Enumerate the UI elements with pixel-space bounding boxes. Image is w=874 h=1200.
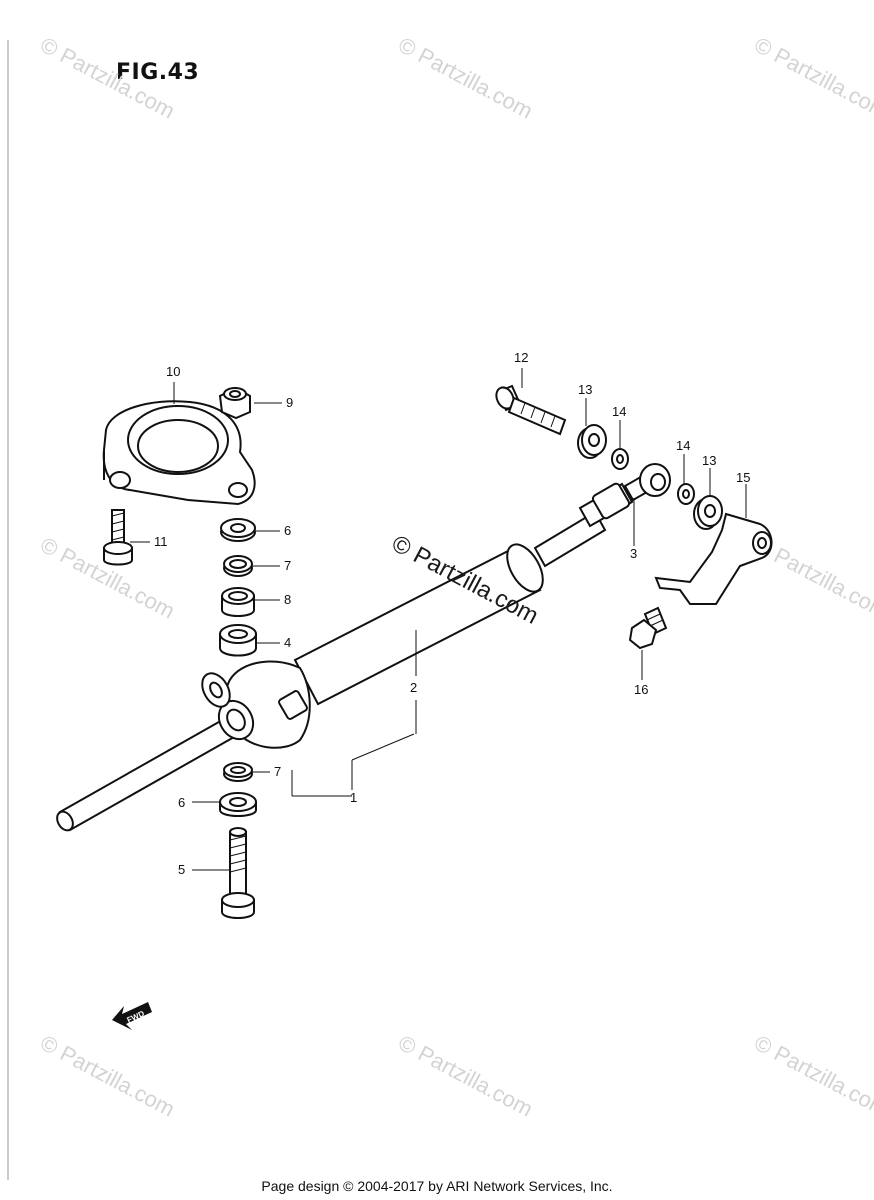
- callout-16: 16: [634, 682, 649, 697]
- bushing-right: [677, 483, 723, 530]
- callout-14-upper: 14: [612, 404, 627, 419]
- callout-10: 10: [166, 364, 181, 379]
- callout-7-upper: 7: [284, 558, 292, 573]
- callout-1: 1: [350, 790, 358, 805]
- bolt-upper: [495, 384, 567, 436]
- callout-4: 4: [284, 635, 292, 650]
- callout-6-lower: 6: [178, 795, 186, 810]
- bolt-left: [103, 509, 133, 566]
- callout-12: 12: [514, 350, 529, 365]
- callout-2: 2: [410, 680, 418, 695]
- callout-15: 15: [736, 470, 751, 485]
- callout-14-right: 14: [676, 438, 691, 453]
- callout-11: 11: [154, 534, 168, 549]
- arm-bracket: [654, 512, 773, 605]
- figure-title: FIG.43: [116, 60, 200, 85]
- callout-7-lower: 7: [274, 764, 282, 779]
- nut: [218, 386, 251, 420]
- bolt-arm: [628, 606, 668, 650]
- page-footer: Page design © 2004-2017 by ARI Network S…: [261, 1178, 613, 1194]
- washer-stack: [219, 518, 257, 817]
- bushing-upper: [577, 424, 629, 470]
- callout-3: 3: [630, 546, 638, 561]
- callout-13-upper: 13: [578, 382, 593, 397]
- callout-6-upper: 6: [284, 523, 292, 538]
- callout-5: 5: [178, 862, 186, 877]
- rod-end: [578, 463, 671, 528]
- callout-8: 8: [284, 592, 292, 607]
- callout-9: 9: [286, 395, 294, 410]
- fwd-arrow: FWD: [112, 1002, 152, 1030]
- bolt-lower: [221, 827, 255, 919]
- callout-13-right: 13: [702, 453, 717, 468]
- leader-lines: [130, 368, 747, 871]
- damper-body: [56, 510, 607, 832]
- bracket-clamp: [102, 400, 256, 506]
